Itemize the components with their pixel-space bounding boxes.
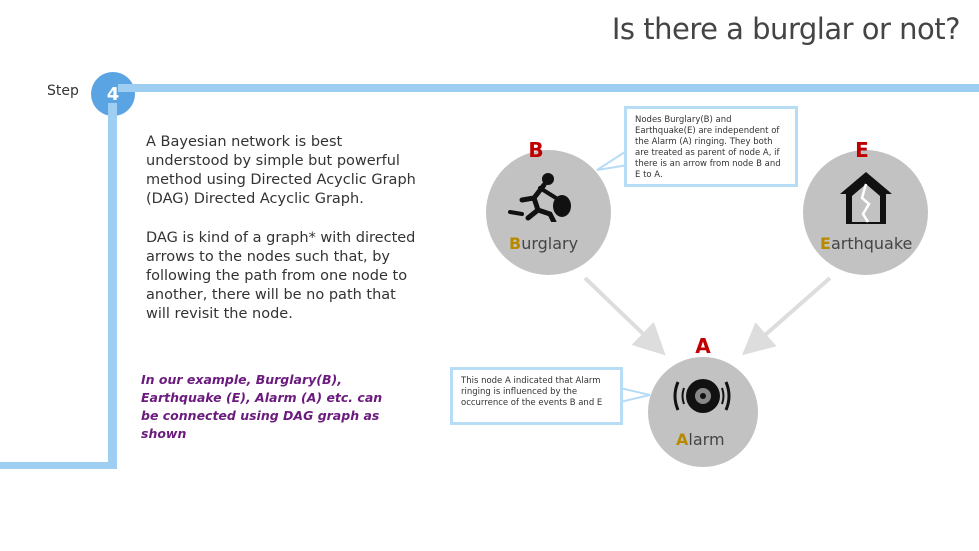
burglary-node-name: Burglary — [509, 234, 579, 253]
page-title: Is there a burglar or not? — [611, 12, 961, 46]
dag-paragraph: DAG is kind of a graph* with directed ar… — [146, 230, 416, 322]
independence-callout: Nodes Burglary(B) and Earthquake(E) are … — [624, 106, 798, 187]
earthquake-house-icon — [840, 172, 892, 224]
top-divider-bar — [118, 84, 979, 92]
burglar-icon — [508, 173, 571, 222]
step-label: Step — [47, 83, 79, 99]
burglary-node-letter: B — [528, 138, 544, 162]
edge-burglary-to-alarm — [583, 276, 666, 356]
alarm-node-name: Alarm — [676, 430, 725, 449]
left-divider-bar — [108, 103, 117, 469]
earthquake-node-letter: E — [855, 138, 869, 162]
alarm-node-letter: A — [695, 334, 711, 358]
intro-paragraph: A Bayesian network is best understood by… — [146, 134, 416, 207]
earthquake-node-name: Earthquake — [820, 234, 913, 253]
edge-earthquake-to-alarm — [741, 276, 832, 356]
example-text: In our example, Burglary(B), Earthquake … — [141, 372, 383, 441]
callout-pointer-bottom — [619, 386, 651, 404]
bottom-divider-bar — [0, 462, 108, 469]
influence-callout: This node A indicated that Alarm ringing… — [450, 367, 623, 425]
alarm-bell-icon — [673, 379, 731, 413]
